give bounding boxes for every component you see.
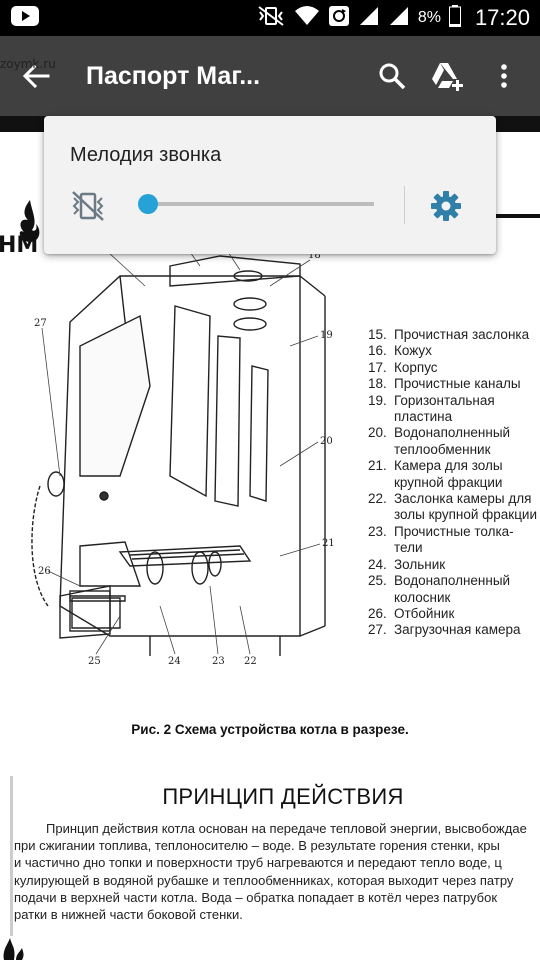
diagram-label-27: 27 [34, 318, 47, 329]
legend-item: 22.Заслонка камеры для золы крупной фрак… [368, 491, 538, 523]
arrow-back-icon [22, 63, 50, 89]
legend-item: 15.Прочистная заслонка [368, 327, 530, 342]
search-button[interactable] [364, 48, 420, 104]
document-title: Паспорт Маг... [86, 61, 261, 90]
paragraph-line: ратки в нижней части боковой стенки. [14, 907, 243, 923]
diagram-label-25: 25 [88, 656, 101, 666]
vibrate-muted-icon [72, 191, 104, 221]
footer-flame-mark [3, 938, 24, 960]
diagram-label-26: 26 [38, 566, 51, 577]
volume-settings-button[interactable] [426, 186, 466, 226]
diagram-label-22: 22 [244, 656, 257, 666]
vibrate-mute-icon [256, 4, 286, 32]
signal-icon-1 [358, 5, 380, 31]
paragraph-line: Принцип действия котла основан на переда… [46, 821, 527, 836]
paragraph-line: при сжигании топлива, теплоносителю – во… [14, 838, 500, 854]
figure-caption: Рис. 2 Схема устройства котла в разрезе. [131, 722, 409, 737]
legend-item: 17.Корпус [368, 359, 438, 375]
brand-logo-flame: НМ [0, 200, 40, 256]
more-vert-icon [501, 64, 507, 88]
legend-item: 23.Прочистные толка-тели [368, 523, 514, 556]
back-button[interactable] [8, 48, 64, 104]
diagram-label-20-a: 20 [320, 436, 333, 447]
status-bar: 8% 17:20 [0, 0, 540, 36]
search-icon [379, 63, 406, 90]
boiler-cutaway-diagram: 15 16 17 18 19 20 20 21 22 23 24 25 26 2… [31, 246, 335, 666]
paragraph-line: кулирующей в водяной рубашке и теплообме… [14, 872, 514, 888]
legend-item: 16.Кожух [368, 343, 432, 359]
section-heading: ПРИНЦИП ДЕЙСТВИЯ [162, 784, 404, 809]
clock: 17:20 [474, 5, 530, 30]
wifi-icon [294, 5, 320, 31]
legend-item: 21.Камера для золы крупной фракции [368, 458, 503, 490]
gear-icon [431, 191, 461, 221]
paragraph-line: подачи в верхней части котла. Вода – обр… [14, 889, 498, 905]
battery-percent: 8% [417, 9, 441, 26]
header-rule [480, 214, 540, 218]
diagram-label-19: 19 [320, 330, 333, 341]
sync-icon [328, 5, 350, 31]
app-bar: Паспорт Маг... [0, 36, 540, 116]
brand-logo-letters: НМ [0, 233, 38, 256]
legend-item: 24.Зольник [368, 556, 446, 572]
diagram-label-21: 21 [322, 538, 335, 549]
add-to-drive-button[interactable] [420, 48, 476, 104]
volume-stream-title: Мелодия звонка [70, 144, 222, 166]
document-page[interactable]: НМ [0, 116, 540, 960]
diagram-label-18: 18 [308, 250, 321, 261]
drive-add-icon [432, 63, 463, 91]
ringtone-volume-dialog: Мелодия звонка [44, 116, 496, 254]
volume-slider-thumb[interactable] [138, 194, 158, 214]
volume-slider-track[interactable] [148, 202, 374, 206]
diagram-legend: 15.Прочистная заслонка 16.Кожух 17.Корпу… [368, 327, 540, 639]
legend-item: 25.Водонаполненный колосник [368, 573, 511, 605]
dialog-divider [404, 186, 405, 224]
mute-toggle[interactable] [68, 186, 108, 226]
diagram-label-23: 23 [212, 656, 225, 666]
body-paragraph: Принцип действия котла основан на переда… [14, 820, 540, 923]
signal-icon-2 [388, 5, 410, 31]
youtube-notification-icon [10, 5, 40, 31]
legend-item: 18.Прочистные каналы [368, 376, 521, 392]
paragraph-line: и частично дно топки и поверхности труб … [14, 855, 502, 871]
diagram-label-24: 24 [168, 656, 181, 666]
legend-item: 19.Горизонтальная пластина [368, 392, 495, 425]
page-margin-line [10, 776, 13, 936]
battery-icon [448, 5, 461, 31]
overflow-menu-button[interactable] [476, 48, 532, 104]
legend-item: 26.Отбойник [368, 605, 455, 621]
legend-item: 27.Загрузочная камера [368, 622, 521, 638]
legend-item: 20.Водонаполненный теплообменник [368, 425, 511, 457]
